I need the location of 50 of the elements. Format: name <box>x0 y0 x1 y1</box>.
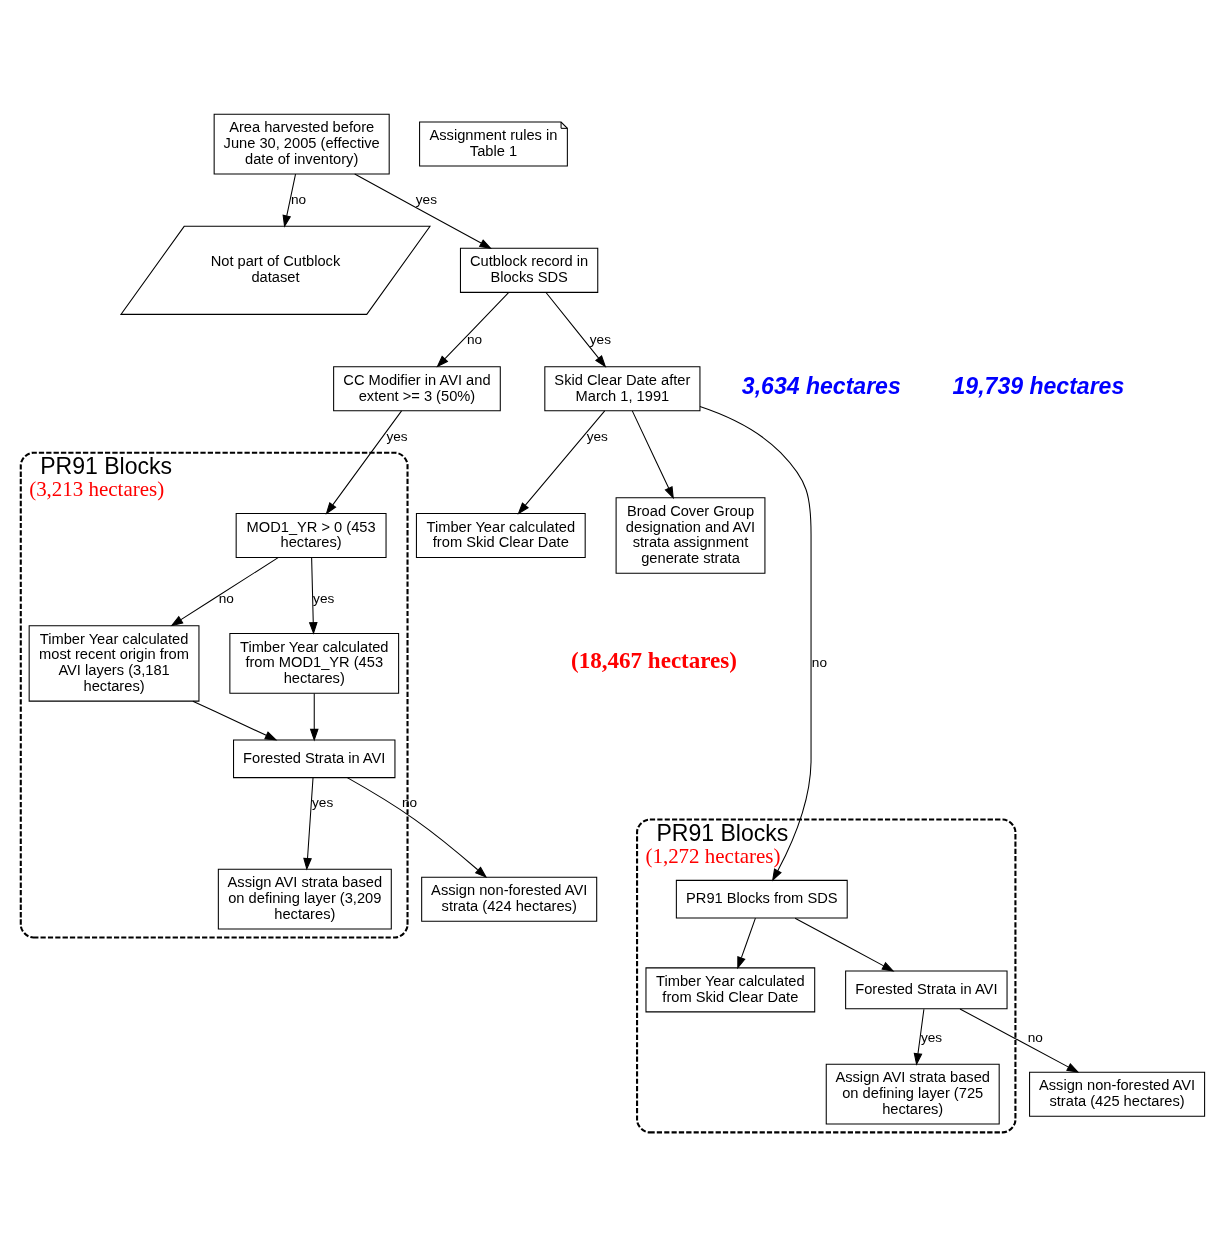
arrow <box>354 173 492 250</box>
label: 3,634 hectares <box>741 372 901 399</box>
edge-label: yes <box>920 1029 943 1045</box>
edge-label: no <box>467 332 483 348</box>
edge-label: no <box>218 591 234 607</box>
arrow <box>346 777 488 879</box>
arrow <box>631 410 674 500</box>
arrow <box>170 557 279 627</box>
arrow <box>699 406 812 882</box>
arrow <box>192 700 278 741</box>
edge-label: yes <box>312 795 334 811</box>
node-box: Forested Strata in AVI <box>845 970 1008 1010</box>
label: (18,467 hectares) <box>571 647 738 674</box>
arrow <box>436 291 510 368</box>
edge-label: no <box>1027 1029 1043 1045</box>
arrow <box>545 291 607 368</box>
node-box: Forested Strata in AVI <box>233 739 396 779</box>
node-box: CC Modifier in AVI and extent >= 3 (50%) <box>333 366 501 412</box>
node-box: Timber Year calculated from Skid Clear Date <box>415 513 586 559</box>
node-box: Timber Year calculated from Skid Clear Date <box>645 967 816 1013</box>
node-box: PR91 Blocks from SDS <box>675 879 848 919</box>
arrow <box>303 777 314 871</box>
arrow <box>959 1008 1080 1073</box>
arrow <box>325 410 403 515</box>
edge-label: yes <box>589 332 611 348</box>
node-box: MOD1_YR > 0 (453 hectares) <box>235 513 387 559</box>
arrow <box>309 692 319 742</box>
node-box: Assign AVI strata based on defining layer (725 hectares) <box>825 1063 1000 1125</box>
node-box: Skid Clear Date after March 1, 1991 <box>544 366 701 412</box>
arrow <box>913 1008 925 1066</box>
node-box: Timber Year calculated most recent origin from AVI layers (3,181 hectares) <box>28 625 200 702</box>
node-box: Area harvested before June 30, 2005 (effective date of inventory) <box>213 113 390 175</box>
node-box: Assign AVI strata based on defining layer (3,209 hectares) <box>217 868 392 930</box>
node-box: Broad Cover Group designation and AVI strata assignment generate strata <box>615 497 766 574</box>
node-box: Timber Year calculated from MOD1_YR (453 hectares) <box>229 633 400 694</box>
arrow <box>282 173 297 228</box>
arrow <box>517 410 606 515</box>
edge-label: yes <box>313 591 335 607</box>
edge-label: no <box>811 654 827 670</box>
node-box: Assign non-forested AVI strata (424 hectares) <box>421 876 598 922</box>
node-box: Cutblock record in Blocks SDS <box>459 247 599 293</box>
arrow <box>737 917 756 970</box>
edge-label: yes <box>415 191 437 207</box>
edge-label: yes <box>386 428 408 444</box>
arrow <box>794 917 895 972</box>
node-box: Assign non-forested AVI strata (425 hectares) <box>1029 1071 1206 1117</box>
arrow <box>308 557 318 635</box>
edge-label: yes <box>586 428 608 444</box>
label: 19,739 hectares <box>952 372 1125 399</box>
edge-label: no <box>290 191 307 207</box>
